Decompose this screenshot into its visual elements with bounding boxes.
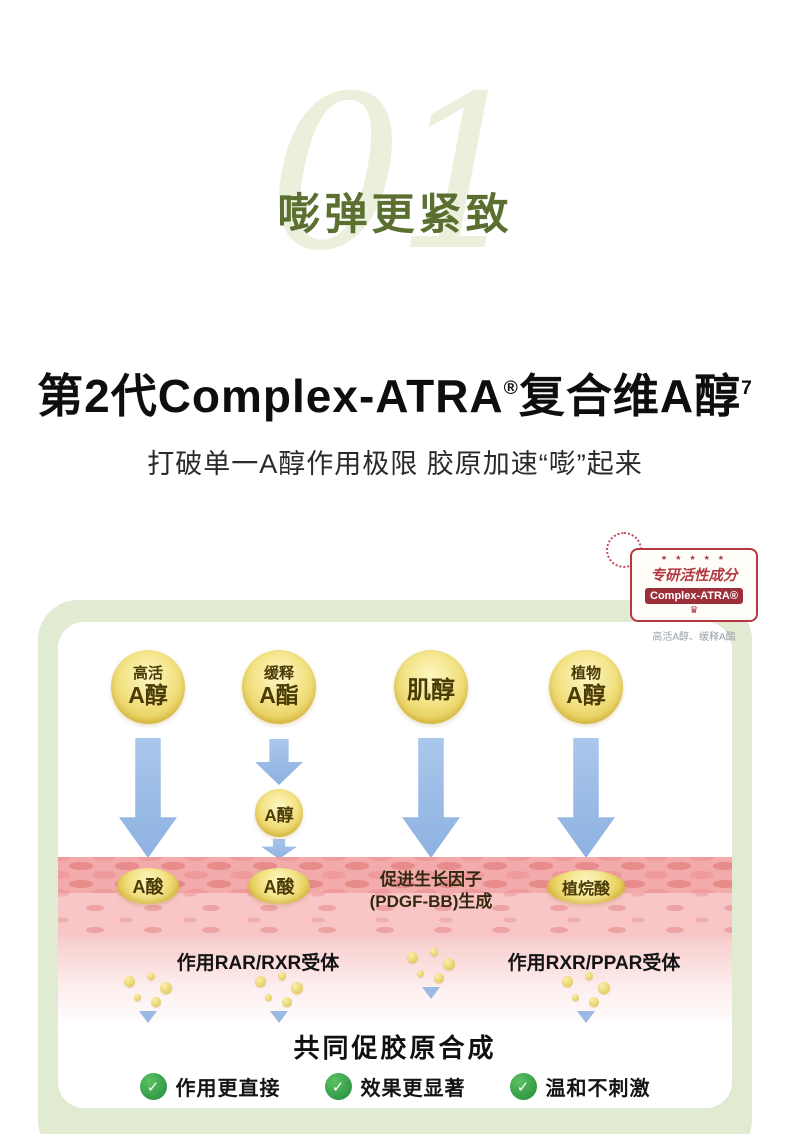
ingredient-circle-retinyl-ester: 缓释 A酯 [242, 650, 316, 724]
benefit-label: 温和不刺激 [545, 1078, 651, 1100]
receptor-right-text: 作用RXR/PPAR受体 [507, 953, 681, 974]
badge-pill: Complex-ATRA® [645, 588, 743, 604]
bubble-cluster [120, 972, 176, 1023]
benefits-row: ✓ 作用更直接 ✓ 效果更显著 ✓ 温和不刺激 [58, 1072, 732, 1101]
bubbles-icon [251, 972, 307, 1008]
ingredient-name: A酯 [259, 682, 299, 709]
benefit-label: 作用更直接 [175, 1078, 281, 1100]
receptor-left-text: 作用RAR/RXR受体 [176, 953, 340, 974]
skin-layer-cells-bottom [58, 893, 732, 937]
section-tagline: 嘭弹更紧致 [277, 191, 513, 239]
benefit-label: 效果更显著 [360, 1078, 466, 1100]
bubbles-icon [120, 972, 176, 1008]
check-icon: ✓ [509, 1073, 537, 1100]
result-text: 共同促胶原合成 [293, 1033, 497, 1063]
subtitle: 打破单一A醇作用极限 胶原加速“嘭”起来 [147, 449, 643, 479]
badge-box: ★ ★ ★ ★ ★ 专研活性成分 Complex-ATRA® ♛ [630, 548, 758, 622]
arrow-down-small-icon [577, 1011, 595, 1023]
growth-factor-text: 促进生长因子 (PDGF-BB)生成 [341, 869, 521, 913]
ingredient-qualifier: 高活 [132, 665, 163, 683]
diagram-panel: 高活 A醇 缓释 A酯 肌醇 植物 A醇 A醇 [38, 600, 752, 1134]
crown-icon: ♛ [689, 605, 699, 616]
arrow-down-small-icon [422, 987, 440, 999]
diagram-canvas: 高活 A醇 缓释 A酯 肌醇 植物 A醇 A醇 [58, 622, 732, 1108]
down-arrow-icon [255, 739, 303, 785]
ingredient-qualifier: 植物 [570, 665, 601, 683]
down-arrow-icon [119, 738, 177, 858]
ingredient-name: A醇 [128, 682, 168, 709]
main-title-tail: 复合维A醇 [518, 370, 742, 422]
benefit-item: ✓ 温和不刺激 [509, 1072, 651, 1101]
bubble-cluster [403, 948, 459, 999]
watermark-number: 01 [268, 50, 530, 297]
registered-mark: ® [503, 378, 519, 399]
stars-icon: ★ ★ ★ ★ ★ [660, 555, 728, 562]
ingredient-qualifier: 缓释 [263, 665, 294, 683]
main-title-text: 第2代Complex-ATRA [37, 370, 504, 422]
bubbles-icon [558, 972, 614, 1008]
down-arrow-icon [261, 839, 297, 859]
ingredient-name: 肌醇 [407, 676, 455, 704]
down-arrow-icon [557, 738, 615, 858]
ingredient-circle-inositol: 肌醇 [394, 650, 468, 724]
band-pill-retinoic-acid-2: A酸 [248, 868, 310, 904]
ingredient-circle-plant-retinol: 植物 A醇 [549, 650, 623, 724]
band-pill-phytanic-acid: 植烷酸 [547, 870, 625, 904]
down-arrow-icon [402, 738, 460, 858]
benefit-item: ✓ 效果更显著 [324, 1072, 466, 1101]
badge-caption: 高活A醇、缓释A酯 [652, 632, 736, 643]
benefit-item: ✓ 作用更直接 [139, 1072, 281, 1101]
bubble-cluster [558, 972, 614, 1023]
ingredient-name: A醇 [566, 682, 606, 709]
ingredient-circle-active-retinol: 高活 A醇 [111, 650, 185, 724]
arrow-down-small-icon [270, 1011, 288, 1023]
footnote-mark: 7 [741, 378, 753, 399]
badge-title: 专研活性成分 [650, 568, 738, 584]
main-title: 第2代Complex-ATRA®复合维A醇7 [0, 360, 790, 426]
check-icon: ✓ [139, 1073, 167, 1100]
growth-factor-line2: (PDGF-BB)生成 [369, 892, 493, 912]
intermediate-circle-retinol: A醇 [255, 789, 303, 837]
bubble-cluster [251, 972, 307, 1023]
arrow-down-small-icon [139, 1011, 157, 1023]
band-pill-retinoic-acid-1: A酸 [117, 868, 179, 904]
bubbles-icon [403, 948, 459, 984]
ingredient-badge: ★ ★ ★ ★ ★ 专研活性成分 Complex-ATRA® ♛ 高活A醇、缓释… [606, 532, 758, 643]
check-icon: ✓ [324, 1073, 352, 1100]
growth-factor-line1: 促进生长因子 [380, 870, 482, 889]
